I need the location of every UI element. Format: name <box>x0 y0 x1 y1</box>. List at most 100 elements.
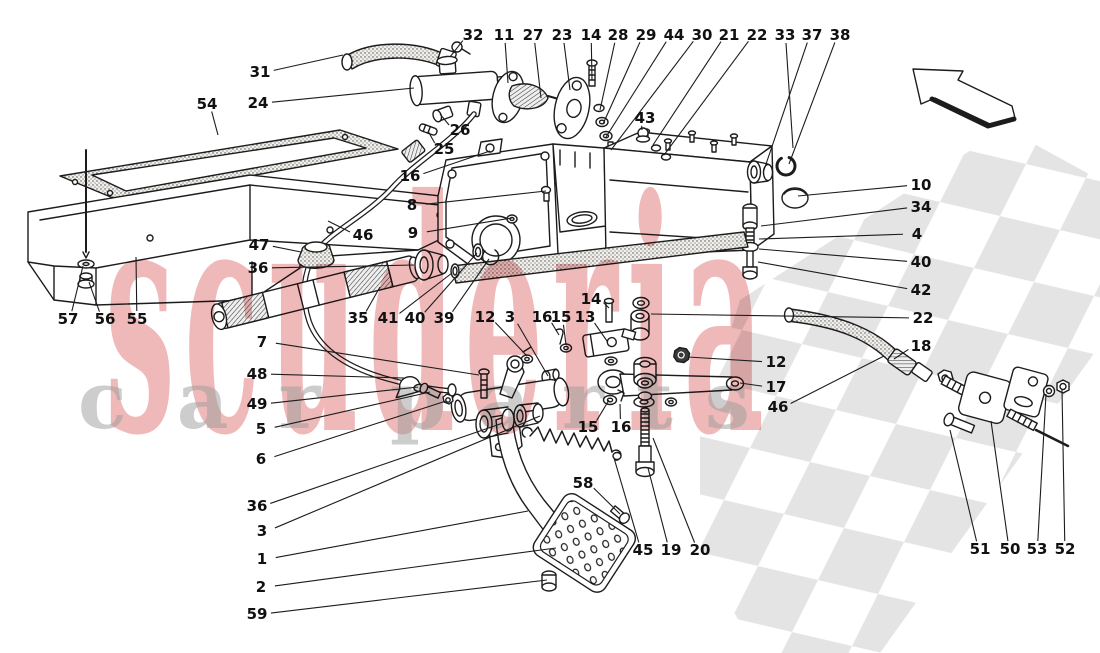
part-label: 55 <box>127 310 148 328</box>
part-label: 50 <box>1000 540 1021 558</box>
part-label: 46 <box>768 398 789 416</box>
part-label: 16 <box>611 418 632 436</box>
leader-line <box>893 349 909 360</box>
leader-line <box>211 111 219 136</box>
part-label: 25 <box>434 140 455 158</box>
part-label: 58 <box>573 474 594 492</box>
part-label: 3 <box>505 308 515 326</box>
part-label: 49 <box>247 395 268 413</box>
leader-line <box>71 265 84 312</box>
part-label: 57 <box>58 310 79 328</box>
clutch-pipe <box>297 111 477 397</box>
part-label: 44 <box>664 26 685 44</box>
leader-line <box>517 323 549 377</box>
leader-line <box>652 41 722 146</box>
leader-line <box>424 252 478 313</box>
leader-line <box>494 322 528 357</box>
return-spring <box>521 426 622 461</box>
leader-line <box>788 42 836 165</box>
part-label: 24 <box>248 94 269 112</box>
part-label: 48 <box>247 365 268 383</box>
leader-line <box>273 54 344 71</box>
leader-line <box>88 281 100 312</box>
leader-line <box>452 258 490 312</box>
leader-line <box>271 87 415 103</box>
leader-line <box>274 415 541 529</box>
leader-line <box>1037 393 1047 542</box>
direction-arrow-icon <box>912 68 1017 129</box>
release-cable <box>783 307 1070 448</box>
part-label: 19 <box>661 541 682 559</box>
leader-line <box>758 233 904 240</box>
leader-line <box>739 382 763 387</box>
part-label: 4 <box>912 225 922 243</box>
leader-line <box>652 437 696 543</box>
part-label: 26 <box>450 121 471 139</box>
leader-line <box>270 373 405 379</box>
part-label: 56 <box>95 310 116 328</box>
part-label: 17 <box>766 378 787 396</box>
leader-line <box>504 42 509 84</box>
part-label: 21 <box>719 26 740 44</box>
part-label: 18 <box>911 337 932 355</box>
leader-line <box>949 429 978 542</box>
housing-cover <box>437 127 775 280</box>
part-label: 40 <box>405 309 426 327</box>
leader-line <box>274 400 447 458</box>
line-art <box>27 41 1070 593</box>
leader-line <box>590 42 593 81</box>
leader-line <box>399 272 453 314</box>
part-label: 11 <box>494 26 515 44</box>
leader-line <box>763 42 808 171</box>
part-label: 15 <box>578 418 599 436</box>
pivot-shaft <box>210 243 500 331</box>
part-label: 30 <box>692 26 713 44</box>
part-label: 16 <box>532 308 553 326</box>
part-label: 35 <box>348 309 369 327</box>
leader-line <box>563 42 571 91</box>
part-label: 46 <box>353 226 374 244</box>
leader-line <box>596 399 610 421</box>
watermark-brand-text: scuderia <box>105 131 773 507</box>
leader-line <box>135 256 138 312</box>
leader-line <box>271 264 415 269</box>
leader-line <box>270 579 548 614</box>
part-label: 38 <box>830 26 851 44</box>
part-label: 7 <box>257 333 267 351</box>
part-label: 16 <box>400 167 421 185</box>
part-label: 28 <box>608 26 629 44</box>
part-label: 47 <box>249 236 270 254</box>
leader-line <box>593 487 621 515</box>
leader-line <box>275 342 480 376</box>
cover-studs <box>635 127 739 161</box>
leader-line <box>275 510 529 559</box>
part-label: 23 <box>552 26 573 44</box>
leader-line <box>760 207 908 227</box>
master-cylinder <box>409 55 614 157</box>
leader-line <box>610 40 694 151</box>
part-label: 33 <box>775 26 796 44</box>
leader-line <box>274 391 431 428</box>
part-label: 20 <box>690 541 711 559</box>
part-label: 22 <box>913 309 934 327</box>
support-bracket <box>27 149 469 306</box>
part-label: 8 <box>407 196 417 214</box>
part-label: 54 <box>197 95 218 113</box>
leader-line <box>562 324 567 346</box>
part-label: 31 <box>250 63 271 81</box>
checkered-flag-watermark <box>700 128 1100 653</box>
leader-line <box>365 286 381 312</box>
part-label: 29 <box>636 26 657 44</box>
part-label: 13 <box>575 308 596 326</box>
part-label: 59 <box>247 605 268 623</box>
leader-line <box>603 302 610 309</box>
leader-line <box>594 322 608 342</box>
part-label: 39 <box>434 309 455 327</box>
watermark-sub-left-text: car <box>78 353 371 447</box>
part-label: 2 <box>256 578 266 596</box>
part-label: 36 <box>248 259 269 277</box>
leader-line <box>270 422 504 504</box>
part-label: 45 <box>633 541 654 559</box>
part-label: 32 <box>463 26 484 44</box>
